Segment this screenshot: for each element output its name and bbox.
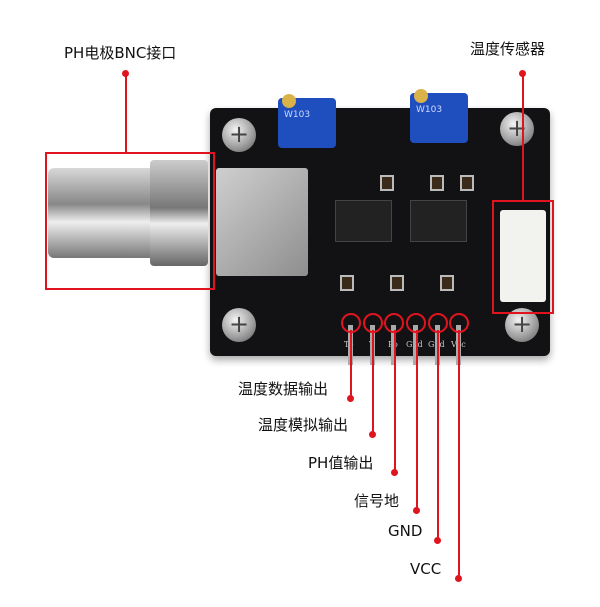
callout-dot bbox=[519, 70, 526, 77]
temp-sensor-highlight-box bbox=[492, 200, 554, 314]
callout-line bbox=[125, 72, 127, 152]
callout-line bbox=[350, 330, 352, 398]
potentiometer[interactable]: W103 bbox=[278, 94, 336, 148]
temperature-sensor-connector bbox=[500, 210, 546, 302]
component bbox=[430, 175, 444, 191]
component bbox=[460, 175, 474, 191]
pin-label-vcc: VCC bbox=[410, 560, 442, 578]
potentiometer[interactable]: W103 bbox=[410, 89, 468, 143]
pin-label-signal-ground: 信号地 bbox=[354, 492, 400, 510]
bnc-highlight-box bbox=[45, 152, 215, 290]
callout-line bbox=[416, 330, 418, 510]
component bbox=[390, 275, 404, 291]
bnc-nut bbox=[150, 160, 208, 266]
component bbox=[440, 275, 454, 291]
pin-label-ph-output: PH值输出 bbox=[308, 454, 374, 472]
callout-dot bbox=[434, 537, 441, 544]
pin-label-temp-analog: 温度模拟输出 bbox=[258, 416, 349, 434]
pin-label-temp-digital: 温度数据输出 bbox=[238, 380, 329, 398]
bnc-label: PH电极BNC接口 bbox=[64, 44, 177, 62]
callout-dot bbox=[122, 70, 129, 77]
chip bbox=[335, 200, 392, 242]
callout-line bbox=[394, 330, 396, 472]
callout-line bbox=[458, 330, 460, 578]
callout-dot bbox=[455, 575, 462, 582]
header-pin bbox=[413, 325, 418, 365]
component bbox=[340, 275, 354, 291]
callout-dot bbox=[369, 431, 376, 438]
callout-dot bbox=[391, 469, 398, 476]
screw-icon bbox=[222, 118, 256, 152]
callout-line bbox=[437, 330, 439, 540]
callout-dot bbox=[347, 395, 354, 402]
pin-label-gnd: GND bbox=[388, 522, 423, 540]
screw-icon bbox=[222, 308, 256, 342]
screw-icon bbox=[500, 112, 534, 146]
callout-dot bbox=[413, 507, 420, 514]
component bbox=[380, 175, 394, 191]
chip bbox=[410, 200, 467, 242]
callout-line bbox=[522, 72, 524, 200]
header-pin bbox=[391, 325, 396, 365]
callout-line bbox=[372, 330, 374, 434]
bnc-shield bbox=[216, 168, 308, 276]
temp-sensor-label: 温度传感器 bbox=[470, 40, 546, 58]
